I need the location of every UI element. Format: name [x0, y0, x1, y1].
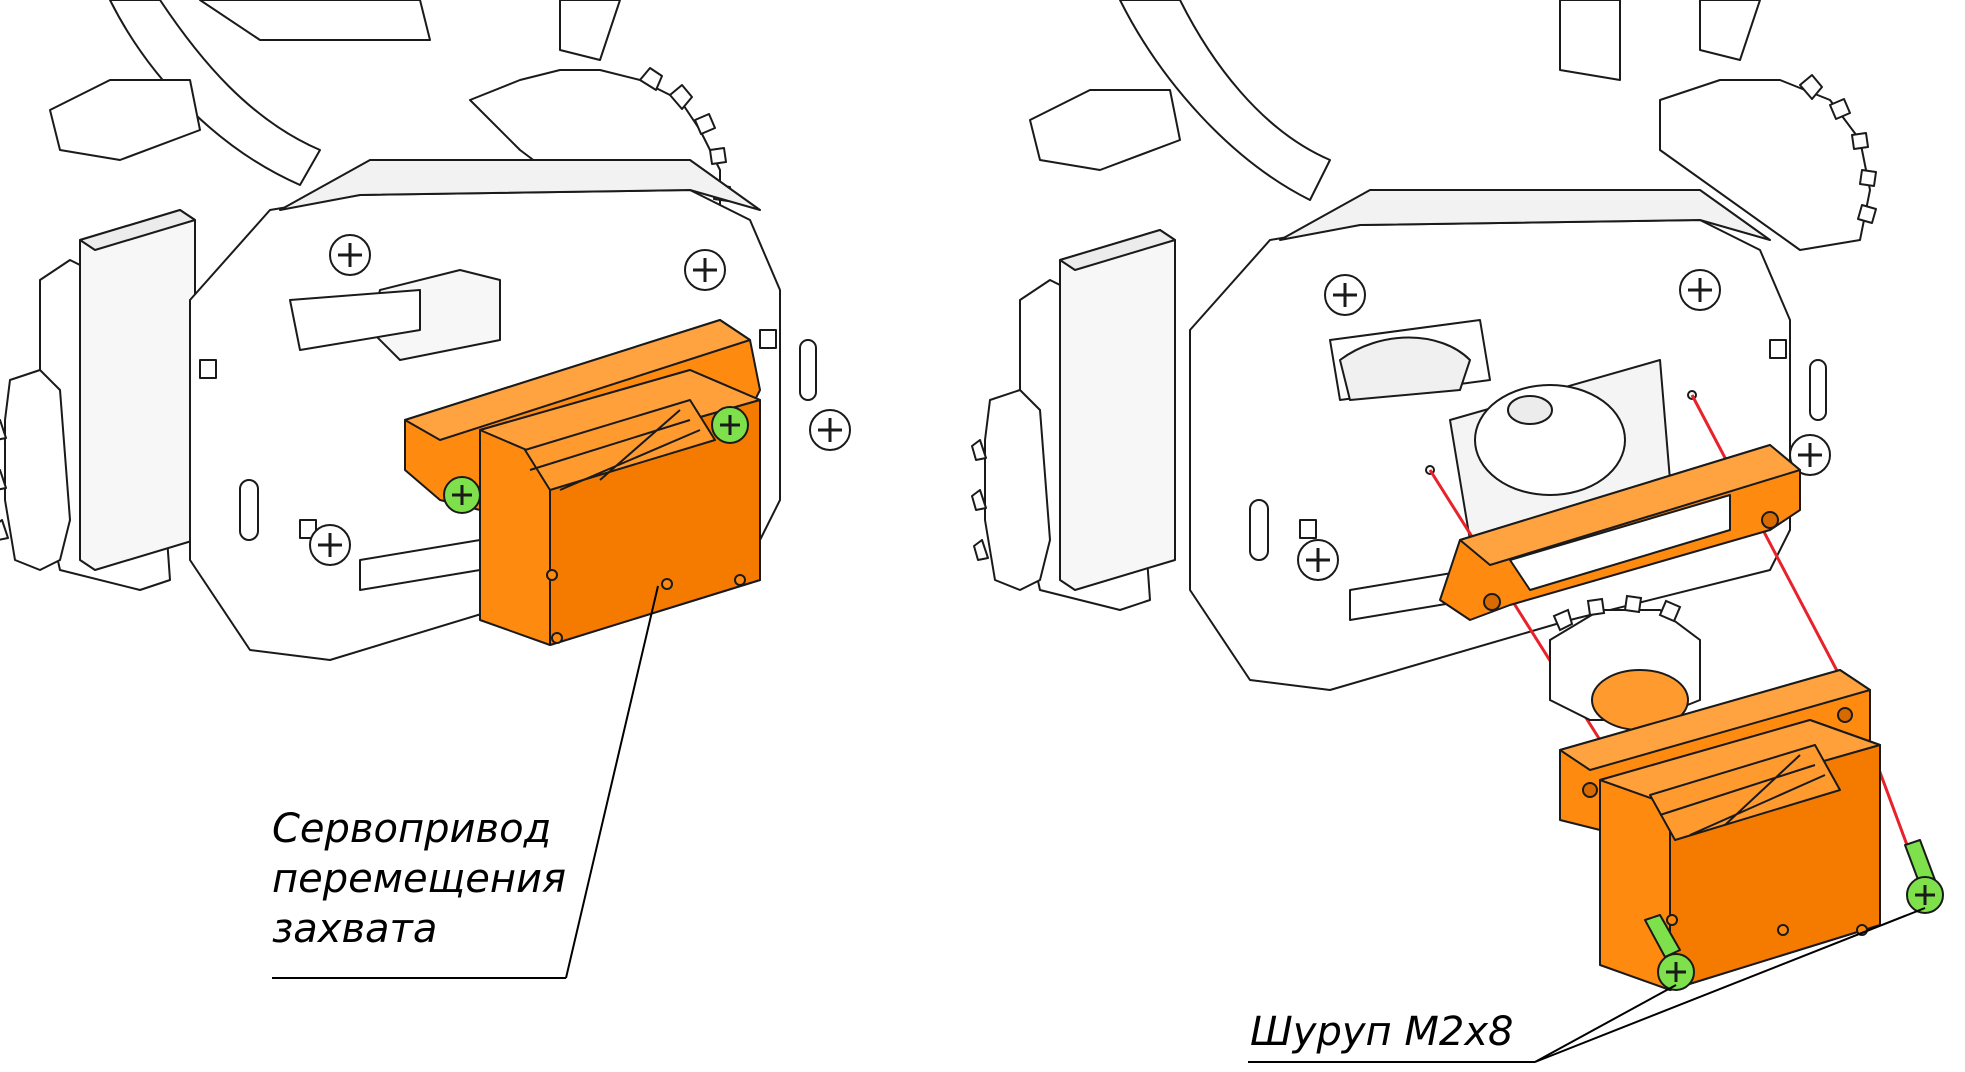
screw-head-icon — [1297, 539, 1339, 581]
screw-head-icon — [309, 524, 351, 566]
left-callout-line-1: Сервопривод — [272, 806, 551, 852]
servo-output-gear — [1549, 594, 1701, 731]
green-screw-icon — [1904, 839, 1944, 914]
screw-head-icon — [809, 409, 851, 451]
green-screw-icon — [711, 406, 749, 444]
left-callout-leader — [272, 585, 659, 979]
left-callout-line-3: захвата — [272, 906, 437, 952]
screw-head-icon — [329, 234, 371, 276]
screw-head-icon — [1789, 434, 1831, 476]
screw-head-icon — [684, 249, 726, 291]
left-servo-screws — [443, 406, 749, 514]
green-screw-icon — [443, 476, 481, 514]
right-callout-text: Шуруп М2х8 — [1250, 1009, 1513, 1055]
screw-head-icon — [1324, 274, 1366, 316]
screw-head-icon — [1679, 269, 1721, 311]
left-callout-line-2: перемещения — [272, 856, 566, 902]
right-green-screws — [1644, 839, 1944, 991]
left-servo-motor — [404, 319, 761, 646]
right-servo-bracket — [1439, 444, 1801, 621]
right-callout-leader — [1248, 907, 1926, 1063]
green-screw-icon — [1644, 914, 1695, 991]
right-exploded-view — [971, 0, 1877, 691]
